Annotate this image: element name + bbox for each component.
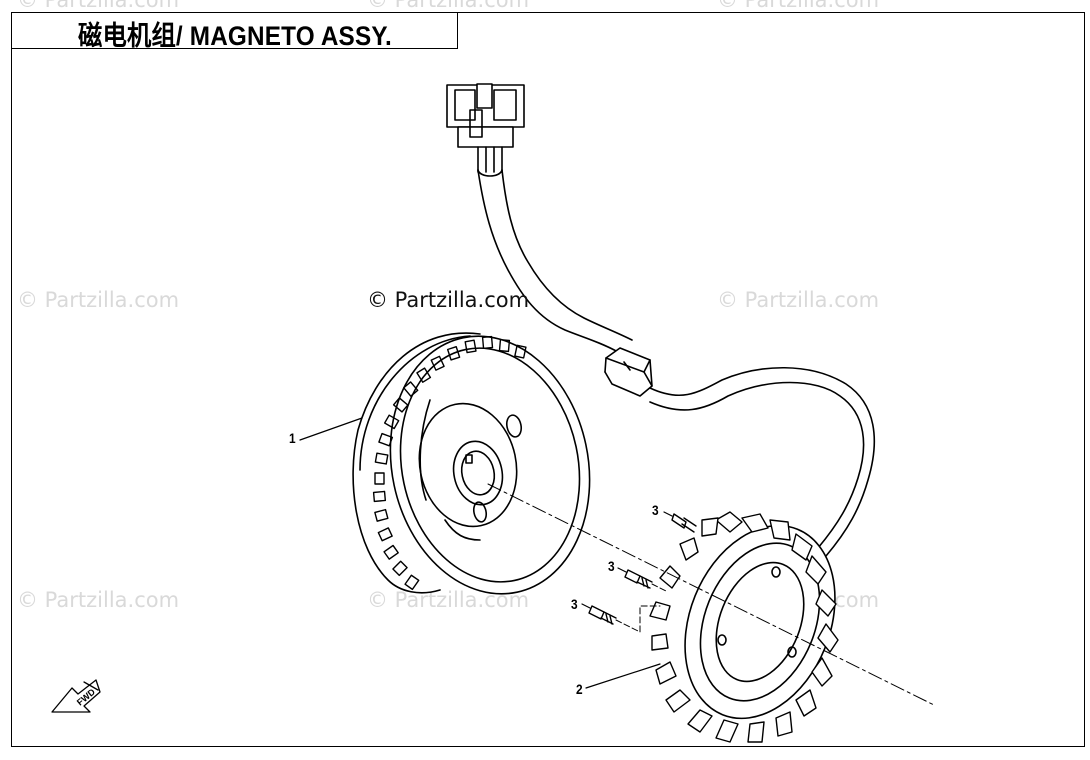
- reluctor-teeth: [372, 335, 527, 591]
- stator-coil: [649, 511, 839, 743]
- watermark: © Partzilla.com: [717, 0, 880, 12]
- title-box: [11, 12, 458, 49]
- watermark: © Partzilla.com: [717, 288, 880, 312]
- bolt-center-line: [615, 583, 669, 633]
- callout-stator: 2: [576, 681, 583, 697]
- flywheel-rotor: [352, 332, 591, 595]
- callout-bolt: 3: [571, 596, 578, 612]
- callout-bolt: 3: [652, 502, 659, 518]
- callout-bolt: 3: [608, 558, 615, 574]
- page-title: 磁电机组/ MAGNETO ASSY.: [78, 21, 392, 51]
- watermark: © Partzilla.com: [17, 288, 180, 312]
- bolt: [671, 513, 697, 533]
- watermark: © Partzilla.com: [17, 0, 180, 12]
- stator-poles: [649, 511, 839, 743]
- harness-connector: [446, 83, 525, 173]
- watermark: © Partzilla.com: [17, 588, 180, 612]
- wire-harness: [446, 83, 876, 557]
- stator-bolts: [588, 513, 697, 625]
- forward-arrow-icon: FWD: [51, 679, 101, 713]
- watermark-center: © Partzilla.com: [367, 288, 530, 312]
- center-line: [487, 483, 937, 707]
- drawing-border: [11, 12, 1085, 747]
- bolt: [588, 605, 617, 625]
- leader-lines: [299, 417, 673, 689]
- callout-flywheel: 1: [289, 430, 296, 446]
- wire-grommet: [604, 347, 653, 397]
- watermark: © Partzilla.com: [367, 0, 530, 12]
- bolt: [624, 569, 653, 589]
